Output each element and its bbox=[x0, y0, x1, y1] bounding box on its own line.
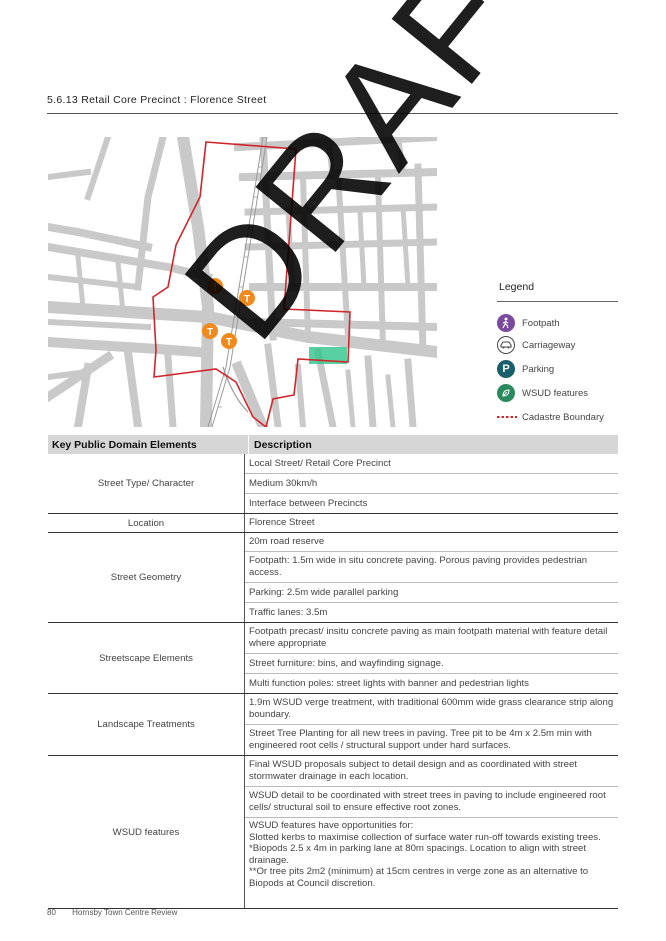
table-cell: Medium 30km/h bbox=[245, 474, 618, 494]
street-map-svg: T T T T bbox=[48, 137, 437, 427]
row-key: Landscape Treatments bbox=[48, 694, 245, 755]
table-group-location: Location Florence Street bbox=[48, 514, 618, 533]
train-station-markers: T T T T bbox=[202, 278, 255, 349]
legend-title: Legend bbox=[499, 281, 535, 293]
table-cell: Traffic lanes: 3.5m bbox=[249, 606, 328, 618]
map-legend: Legend Footpath Carriageway P Parking WS… bbox=[497, 281, 618, 423]
table-group-wsud: WSUD features Final WSUD proposals subje… bbox=[48, 756, 618, 909]
table-cell: Interface between Precincts bbox=[249, 497, 368, 509]
header-key: Key Public Domain Elements bbox=[48, 435, 249, 454]
car-icon bbox=[497, 336, 515, 354]
leaf-icon bbox=[497, 384, 515, 402]
cadastre-boundary bbox=[152, 141, 351, 427]
row-key: WSUD features bbox=[48, 756, 245, 908]
svg-text:T: T bbox=[244, 294, 250, 305]
pedestrian-icon bbox=[497, 314, 515, 332]
railway-line bbox=[207, 137, 268, 427]
precinct-map: T T T T bbox=[48, 137, 437, 427]
legend-label-parking: Parking bbox=[522, 363, 555, 375]
page-number: 80 bbox=[47, 908, 56, 917]
row-key: Location bbox=[48, 514, 245, 532]
section-heading: 5.6.13 Retail Core Precinct : Florence S… bbox=[47, 94, 267, 106]
table-cell: WSUD detail to be coordinated with stree… bbox=[245, 787, 618, 818]
footer-title: Hornsby Town Centre Review bbox=[72, 908, 178, 917]
row-key: Street Geometry bbox=[48, 533, 245, 622]
table-group-streetscape: Streetscape Elements Footpath precast/ i… bbox=[48, 623, 618, 694]
table-cell: 1.9m WSUD verge treatment, with traditio… bbox=[245, 694, 618, 725]
table-cell: Street furniture: bins, and wayfinding s… bbox=[245, 654, 618, 674]
table-cell: Final WSUD proposals subject to detail d… bbox=[245, 756, 618, 787]
legend-item-footpath: Footpath bbox=[497, 314, 560, 332]
legend-item-wsud: WSUD features bbox=[497, 384, 588, 402]
road-network bbox=[48, 137, 437, 427]
table-cell: Footpath precast/ insitu concrete paving… bbox=[245, 623, 618, 654]
legend-label-wsud: WSUD features bbox=[522, 387, 588, 399]
table-cell: Florence Street bbox=[249, 517, 315, 529]
header-description: Description bbox=[254, 438, 312, 451]
row-key: Street Type/ Character bbox=[48, 454, 245, 513]
train-station-icon: T bbox=[202, 323, 218, 339]
table-cell: WSUD features have opportunities for: Sl… bbox=[249, 820, 601, 889]
legend-item-cadastre: Cadastre Boundary bbox=[497, 408, 604, 426]
train-station-icon: T bbox=[207, 278, 223, 294]
public-domain-elements-table: Key Public Domain Elements Description S… bbox=[48, 435, 618, 909]
table-cell: Street Tree Planting for all new trees i… bbox=[249, 728, 592, 751]
legend-label-cadastre: Cadastre Boundary bbox=[522, 411, 604, 423]
svg-text:T: T bbox=[207, 327, 213, 338]
table-cell: Local Street/ Retail Core Precinct bbox=[245, 454, 618, 474]
legend-divider bbox=[497, 301, 618, 302]
legend-label-footpath: Footpath bbox=[522, 317, 560, 329]
table-group-street-type: Street Type/ Character Local Street/ Ret… bbox=[48, 454, 618, 514]
table-group-street-geometry: Street Geometry 20m road reserve Footpat… bbox=[48, 533, 618, 623]
table-group-landscape: Landscape Treatments 1.9m WSUD verge tre… bbox=[48, 694, 618, 756]
table-cell: Multi function poles: street lights with… bbox=[249, 677, 529, 689]
page-footer: 80 Hornsby Town Centre Review bbox=[47, 908, 177, 917]
parking-icon: P bbox=[497, 360, 515, 378]
svg-text:T: T bbox=[226, 337, 232, 348]
table-header: Key Public Domain Elements Description bbox=[48, 435, 618, 454]
dashed-line-icon bbox=[497, 408, 517, 426]
row-key: Streetscape Elements bbox=[48, 623, 245, 693]
heading-divider bbox=[47, 113, 618, 114]
table-cell: 20m road reserve bbox=[245, 533, 618, 552]
train-station-icon: T bbox=[239, 290, 255, 306]
table-cell: Parking: 2.5m wide parallel parking bbox=[245, 583, 618, 603]
legend-item-parking: P Parking bbox=[497, 360, 554, 378]
table-cell: Footpath: 1.5m wide in situ concrete pav… bbox=[245, 552, 618, 583]
train-station-icon: T bbox=[221, 333, 237, 349]
legend-label-carriageway: Carriageway bbox=[522, 339, 576, 351]
legend-item-carriageway: Carriageway bbox=[497, 336, 575, 354]
svg-text:T: T bbox=[212, 282, 218, 293]
